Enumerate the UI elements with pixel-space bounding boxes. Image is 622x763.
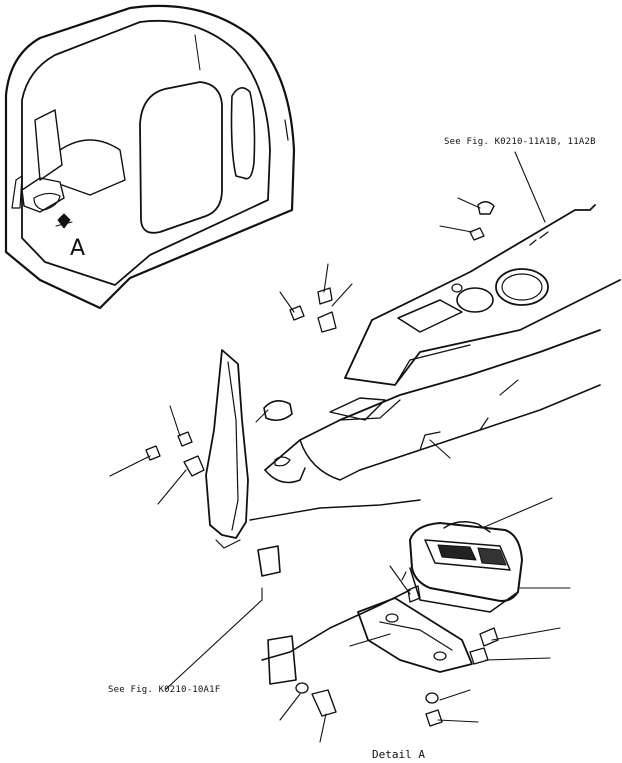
washer-icon xyxy=(295,682,309,694)
side-panel xyxy=(205,349,249,549)
cab-overview xyxy=(4,4,296,310)
nut-icon xyxy=(177,431,193,447)
washer-icon xyxy=(425,692,439,704)
callout-a-marker-icon xyxy=(55,213,73,229)
main-console-body xyxy=(264,329,601,484)
cap-plug-icon xyxy=(263,400,293,422)
clip-icon xyxy=(317,287,337,333)
bolt-icon xyxy=(477,201,495,215)
leader-lines xyxy=(109,151,571,743)
bolt-icon xyxy=(311,689,337,717)
diagram-caption: Detail A xyxy=(372,748,425,761)
bracket-clip-icon xyxy=(183,455,205,477)
callout-letter: A xyxy=(70,236,86,261)
screw-icon xyxy=(479,627,499,647)
screw-icon xyxy=(145,445,161,461)
screw-icon xyxy=(469,647,489,665)
screw-icon xyxy=(289,305,305,321)
screw-icon xyxy=(407,585,421,603)
reference-label-top: See Fig. K0210-11A1B, 11A2B xyxy=(444,137,596,147)
screw-icon xyxy=(425,709,443,727)
console-cover-panel xyxy=(344,204,621,386)
screw-icon xyxy=(469,227,485,241)
mounting-bracket xyxy=(357,597,473,673)
monitor-panel-assembly xyxy=(409,521,523,613)
reference-label-bottom: See Fig. K0210-10A1F xyxy=(108,685,221,695)
